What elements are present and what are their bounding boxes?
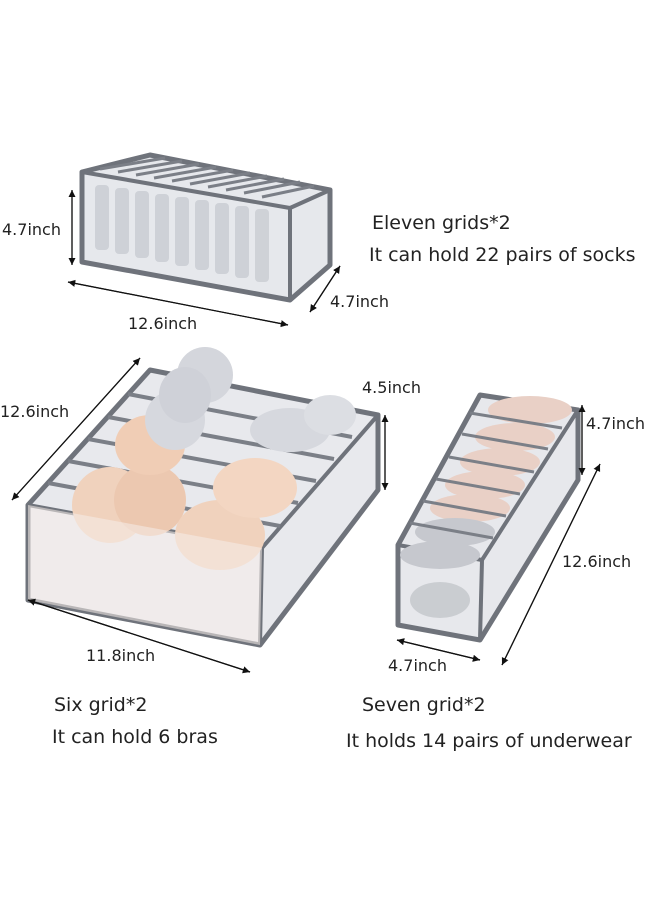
socks-organizer-image <box>79 152 333 303</box>
socks-depth-label: 4.7inch <box>330 292 389 311</box>
underwear-caption-detail: It holds 14 pairs of underwear <box>346 730 632 752</box>
bra-caption-detail: It can hold 6 bras <box>52 726 218 748</box>
socks-height-label: 4.7inch <box>2 220 61 239</box>
bra-depth-label: 12.6inch <box>0 402 70 421</box>
bra-organizer-image <box>25 347 381 648</box>
socks-length-label: 12.6inch <box>128 314 198 333</box>
socks-caption-title: Eleven grids*2 <box>372 212 511 234</box>
underwear-height-label: 4.7inch <box>586 414 645 433</box>
underwear-length-label: 12.6inch <box>562 552 632 571</box>
underwear-organizer-image <box>395 392 581 643</box>
bra-height-label: 4.5inch <box>362 378 421 397</box>
bra-length-label: 11.8inch <box>86 646 156 665</box>
bras <box>72 347 356 570</box>
underwear-caption-title: Seven grid*2 <box>362 694 486 716</box>
underwear-width-label: 4.7inch <box>388 656 447 675</box>
bra-caption-title: Six grid*2 <box>54 694 148 716</box>
socks-caption-detail: It can hold 22 pairs of socks <box>369 244 636 266</box>
